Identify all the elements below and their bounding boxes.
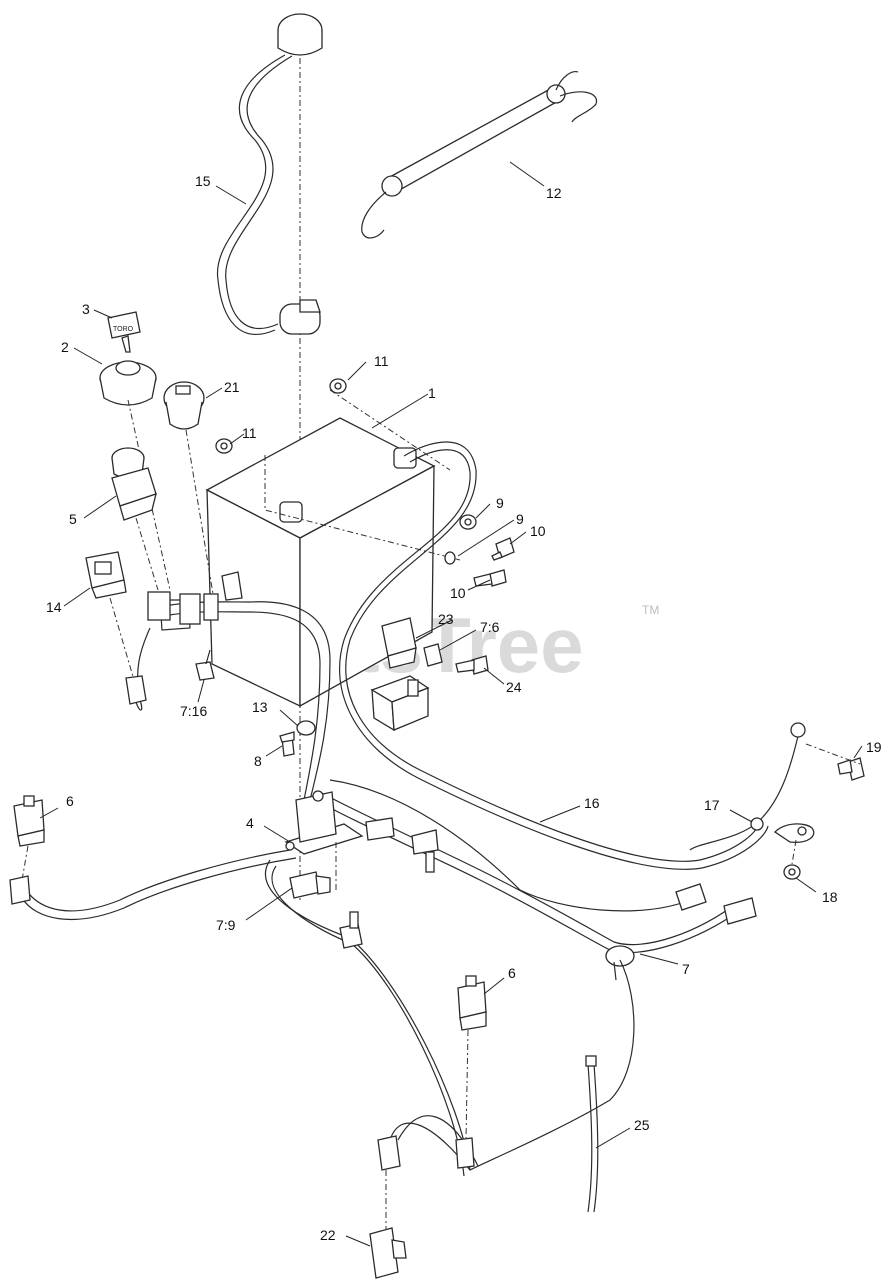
callout-3: 3 xyxy=(82,301,90,317)
hardware-8-bolt xyxy=(279,731,295,757)
callout-4: 4 xyxy=(246,815,254,831)
part-22-connector xyxy=(369,1135,407,1279)
leader-lines xyxy=(39,161,863,1247)
callout-7-6: 7:6 xyxy=(480,619,500,635)
part-6-switch-center xyxy=(455,975,487,1169)
callout-25: 25 xyxy=(634,1117,650,1133)
callout-24: 24 xyxy=(506,679,522,695)
part-12-battery-hold-down-rod xyxy=(361,71,598,239)
callout-7: 7 xyxy=(682,961,690,977)
callout-21: 21 xyxy=(224,379,240,395)
callout-2: 2 xyxy=(61,339,69,355)
hardware-11-lower xyxy=(215,438,233,454)
callout-19: 19 xyxy=(866,739,882,755)
part-25-cable-tie xyxy=(585,1055,599,1213)
hardware-11-upper xyxy=(329,378,347,394)
part-7-6-terminal xyxy=(423,643,443,667)
callout-8: 8 xyxy=(254,753,262,769)
part-24-screw xyxy=(455,655,489,675)
part-14-switch xyxy=(85,551,135,681)
callout-6-left: 6 xyxy=(66,793,74,809)
hardware-9-washer-upper xyxy=(459,514,477,530)
callout-9-lower: 9 xyxy=(516,511,524,527)
part-7-9-connector xyxy=(289,840,337,899)
part-4-starter-solenoid xyxy=(284,790,364,855)
callout-10-lower: 10 xyxy=(450,585,466,601)
watermark-tm: TM xyxy=(642,603,659,617)
part-16-negative-cable xyxy=(339,441,769,870)
callout-11-upper: 11 xyxy=(374,353,389,369)
part-3-ignition-key: TORO xyxy=(107,311,141,353)
callout-11-lower: 11 xyxy=(242,425,257,441)
callout-22: 22 xyxy=(320,1227,336,1243)
part-21-hour-meter xyxy=(163,381,215,601)
hardware-10-bolt-lower xyxy=(473,569,507,587)
key-logo-text: TORO xyxy=(113,326,134,333)
part-17-ground-cable xyxy=(689,722,815,851)
part-6-switch-left xyxy=(9,795,45,905)
callout-14: 14 xyxy=(46,599,62,615)
relay-socket xyxy=(370,675,430,732)
hardware-18-nut xyxy=(783,864,801,880)
callout-12: 12 xyxy=(546,185,562,201)
callout-13: 13 xyxy=(252,699,268,715)
hardware-9-washer-lower xyxy=(444,551,456,565)
callout-5: 5 xyxy=(69,511,77,527)
hardware-13-nut xyxy=(296,720,316,736)
callout-7-9: 7:9 xyxy=(216,917,236,933)
part-23-relay xyxy=(381,617,417,669)
callout-15: 15 xyxy=(195,173,211,189)
callout-17: 17 xyxy=(704,797,720,813)
callout-7-16: 7:16 xyxy=(180,703,207,719)
part-7-main-wire-harness xyxy=(21,571,757,1177)
part-5-pto-switch xyxy=(111,447,159,591)
hardware-19-bolt xyxy=(837,757,865,781)
callout-23: 23 xyxy=(438,611,454,627)
callout-16: 16 xyxy=(584,795,600,811)
callout-1: 1 xyxy=(428,385,436,401)
callout-18: 18 xyxy=(822,889,838,905)
part-1-battery xyxy=(205,389,461,708)
part-2-ignition-switch xyxy=(99,360,171,591)
hardware-19-axis xyxy=(805,743,861,765)
hardware-10-bolt-upper xyxy=(491,537,515,561)
callout-9-upper: 9 xyxy=(496,495,504,511)
callout-10-upper: 10 xyxy=(530,523,546,539)
part-15-battery-cable xyxy=(215,13,323,336)
callout-6-center: 6 xyxy=(508,965,516,981)
hardware-18-axis xyxy=(791,839,797,865)
